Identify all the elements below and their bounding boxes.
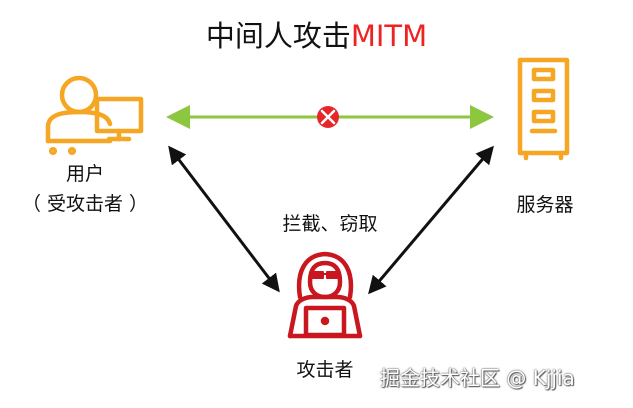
title-accent: MITM — [350, 19, 428, 53]
user-sublabel: （ 受攻击者 ） — [21, 193, 149, 215]
hooded-hacker-icon — [287, 251, 363, 339]
title-main: 中间人攻击 — [205, 19, 351, 53]
attacker-label: 攻击者 — [296, 359, 354, 381]
server-attacker-arrow — [368, 145, 494, 295]
watermark: 掘金技术社区 @ Kjjia — [380, 366, 575, 390]
page-title: 中间人攻击MITM — [0, 22, 633, 51]
user-label: 用户 — [65, 163, 104, 185]
user-attacker-arrow — [168, 145, 280, 293]
server-label: 服务器 — [516, 194, 574, 216]
server-rack-icon — [517, 57, 570, 161]
intercept-label: 拦截、窃取 — [282, 213, 378, 235]
user-at-computer-icon — [45, 75, 144, 156]
blocked-x-icon — [317, 106, 339, 128]
